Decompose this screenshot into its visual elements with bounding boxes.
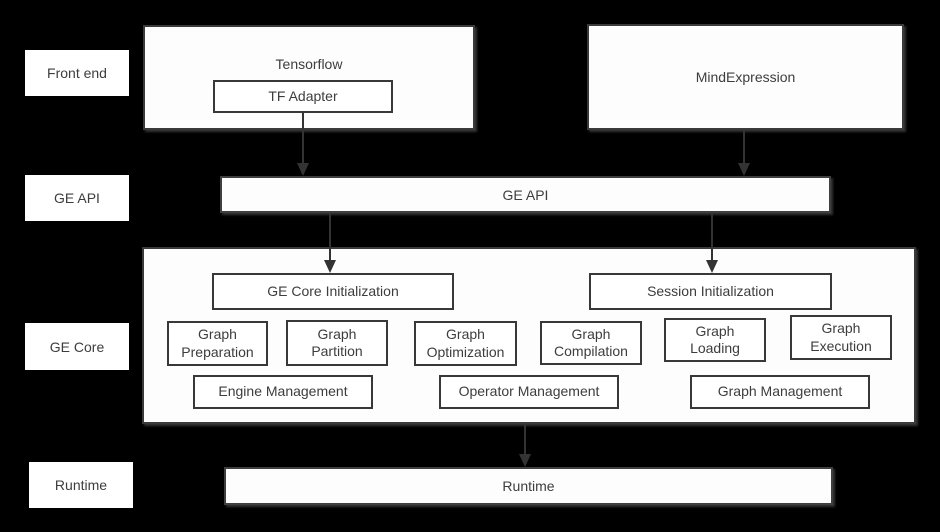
graph-management-box: Graph Management <box>690 375 870 409</box>
mindexpression-label: MindExpression <box>695 69 796 85</box>
session-initialization-box: Session Initialization <box>589 273 832 310</box>
graph-execution-box: Graph Execution <box>790 315 892 360</box>
tf-adapter-label: TF Adapter <box>268 87 338 104</box>
ge-core-box: GE Core Initialization Session Initializ… <box>142 247 916 424</box>
arrow-line <box>329 213 331 261</box>
graph-optimization-box: Graph Optimization <box>414 321 517 366</box>
row-label-runtime: Runtime <box>29 462 133 508</box>
arrow-line <box>524 424 526 455</box>
arrow-line <box>743 130 745 164</box>
row-label-front-end-text: Front end <box>47 65 107 81</box>
graph-optimization-label: Graph Optimization <box>426 326 505 360</box>
graph-compilation-label: Graph Compilation <box>554 325 628 360</box>
ge-api-bar: GE API <box>220 176 831 213</box>
graph-loading-label: Graph Loading <box>690 322 740 357</box>
ge-core-initialization-label: GE Core Initialization <box>267 282 399 299</box>
graph-partition-label: Graph Partition <box>311 325 363 360</box>
arrowhead-down-icon <box>738 163 750 176</box>
engine-management-label: Engine Management <box>218 383 348 400</box>
arrow-line <box>302 113 304 164</box>
graph-compilation-box: Graph Compilation <box>540 321 642 365</box>
graph-preparation-label: Graph Preparation <box>181 326 254 360</box>
runtime-bar-label: Runtime <box>502 478 555 494</box>
row-label-runtime-text: Runtime <box>54 477 108 493</box>
operator-management-box: Operator Management <box>439 375 619 409</box>
tensorflow-label: Tensorflow <box>275 56 343 72</box>
engine-management-box: Engine Management <box>193 375 373 409</box>
ge-core-initialization-box: GE Core Initialization <box>212 273 454 310</box>
arrowhead-down-icon <box>297 163 309 176</box>
arrowhead-down-icon <box>706 260 718 273</box>
tf-adapter-box: TF Adapter <box>213 80 393 113</box>
tensorflow-box: Tensorflow TF Adapter <box>143 25 475 130</box>
row-label-ge-core: GE Core <box>25 323 129 370</box>
graph-partition-box: Graph Partition <box>286 320 388 366</box>
arrowhead-down-icon <box>324 260 336 273</box>
graph-loading-box: Graph Loading <box>664 318 766 362</box>
operator-management-label: Operator Management <box>458 383 600 400</box>
arrowhead-down-icon <box>519 454 531 467</box>
graph-preparation-box: Graph Preparation <box>167 321 268 366</box>
mindexpression-box: MindExpression <box>587 24 904 130</box>
ge-api-bar-label: GE API <box>502 186 549 203</box>
runtime-bar: Runtime <box>224 467 833 505</box>
row-label-front-end: Front end <box>25 50 129 96</box>
arrow-line <box>711 213 713 261</box>
graph-management-label: Graph Management <box>717 383 843 400</box>
row-label-ge-api-text: GE API <box>54 190 100 206</box>
row-label-ge-api: GE API <box>25 175 129 221</box>
session-initialization-label: Session Initialization <box>647 282 774 299</box>
row-label-ge-core-text: GE Core <box>49 338 105 355</box>
graph-execution-label: Graph Execution <box>810 320 872 354</box>
